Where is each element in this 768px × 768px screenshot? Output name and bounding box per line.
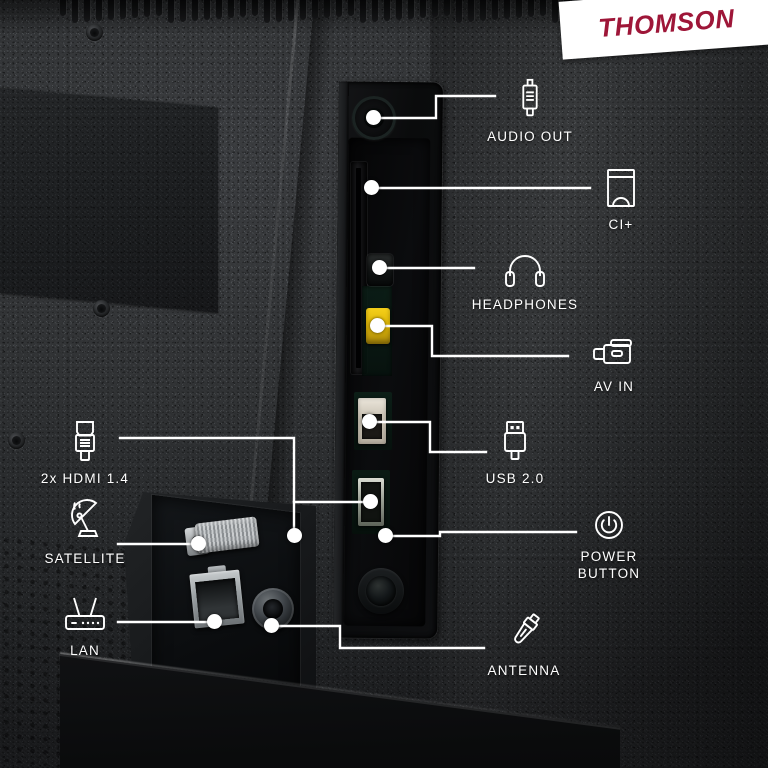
- callout-label-usb: USB 2.0: [485, 471, 545, 486]
- callout-ci-plus: CI+: [576, 166, 666, 234]
- dot-av-in: [370, 318, 385, 333]
- headphones-icon: [501, 248, 549, 290]
- callout-av-in: AV IN: [562, 332, 666, 396]
- screw-top-left: [86, 24, 103, 41]
- power-button-port[interactable]: [366, 576, 396, 606]
- callout-label-headphones: HEADPHONES: [471, 297, 579, 312]
- power-icon: [592, 508, 626, 542]
- callout-label-power-button: POWER BUTTON: [577, 549, 641, 581]
- callout-audio-out: AUDIO OUT: [474, 76, 586, 146]
- screw-mid-left: [93, 300, 110, 317]
- callout-label-av-in: AV IN: [593, 379, 635, 394]
- callout-label-antenna: ANTENNA: [487, 663, 561, 678]
- ci-card-slot-icon: [602, 166, 640, 210]
- dot-usb: [362, 414, 377, 429]
- callout-headphones: HEADPHONES: [460, 248, 590, 314]
- callout-lan: LAN: [24, 592, 146, 660]
- router-icon: [59, 592, 111, 636]
- thomson-logo: THOMSON: [597, 3, 736, 43]
- antenna-coax-icon: [500, 608, 548, 656]
- ci-plus-slot-opening: [356, 168, 361, 368]
- callout-hdmi: 2x HDMI 1.4: [24, 418, 146, 488]
- dot-antenna: [264, 618, 279, 633]
- hdmi-plug-icon: [67, 418, 103, 464]
- callout-satellite: SATELLITE: [22, 498, 148, 568]
- usb-plug-icon: [496, 418, 534, 464]
- callout-label-audio-out: AUDIO OUT: [487, 129, 573, 144]
- dot-satellite: [191, 536, 206, 551]
- dot-power: [378, 528, 393, 543]
- dot-lan: [207, 614, 222, 629]
- satellite-dish-icon: [61, 498, 109, 544]
- camcorder-icon: [587, 332, 641, 372]
- dot-audio-out: [366, 110, 381, 125]
- dot-hdmi-port: [363, 494, 378, 509]
- callout-label-ci-plus: CI+: [608, 217, 634, 232]
- dot-ci-plus: [364, 180, 379, 195]
- screw-lower-left: [8, 432, 25, 449]
- callout-usb: USB 2.0: [458, 418, 572, 488]
- callout-label-hdmi: 2x HDMI 1.4: [40, 471, 130, 486]
- callout-label-lan: LAN: [70, 643, 100, 658]
- dot-headphones: [372, 260, 387, 275]
- callout-label-satellite: SATELLITE: [44, 551, 126, 566]
- callout-power-button: POWER BUTTON: [550, 508, 668, 583]
- dot-hdmi-block: [287, 528, 302, 543]
- callout-antenna: ANTENNA: [460, 608, 588, 680]
- optical-toslink-icon: [507, 76, 553, 122]
